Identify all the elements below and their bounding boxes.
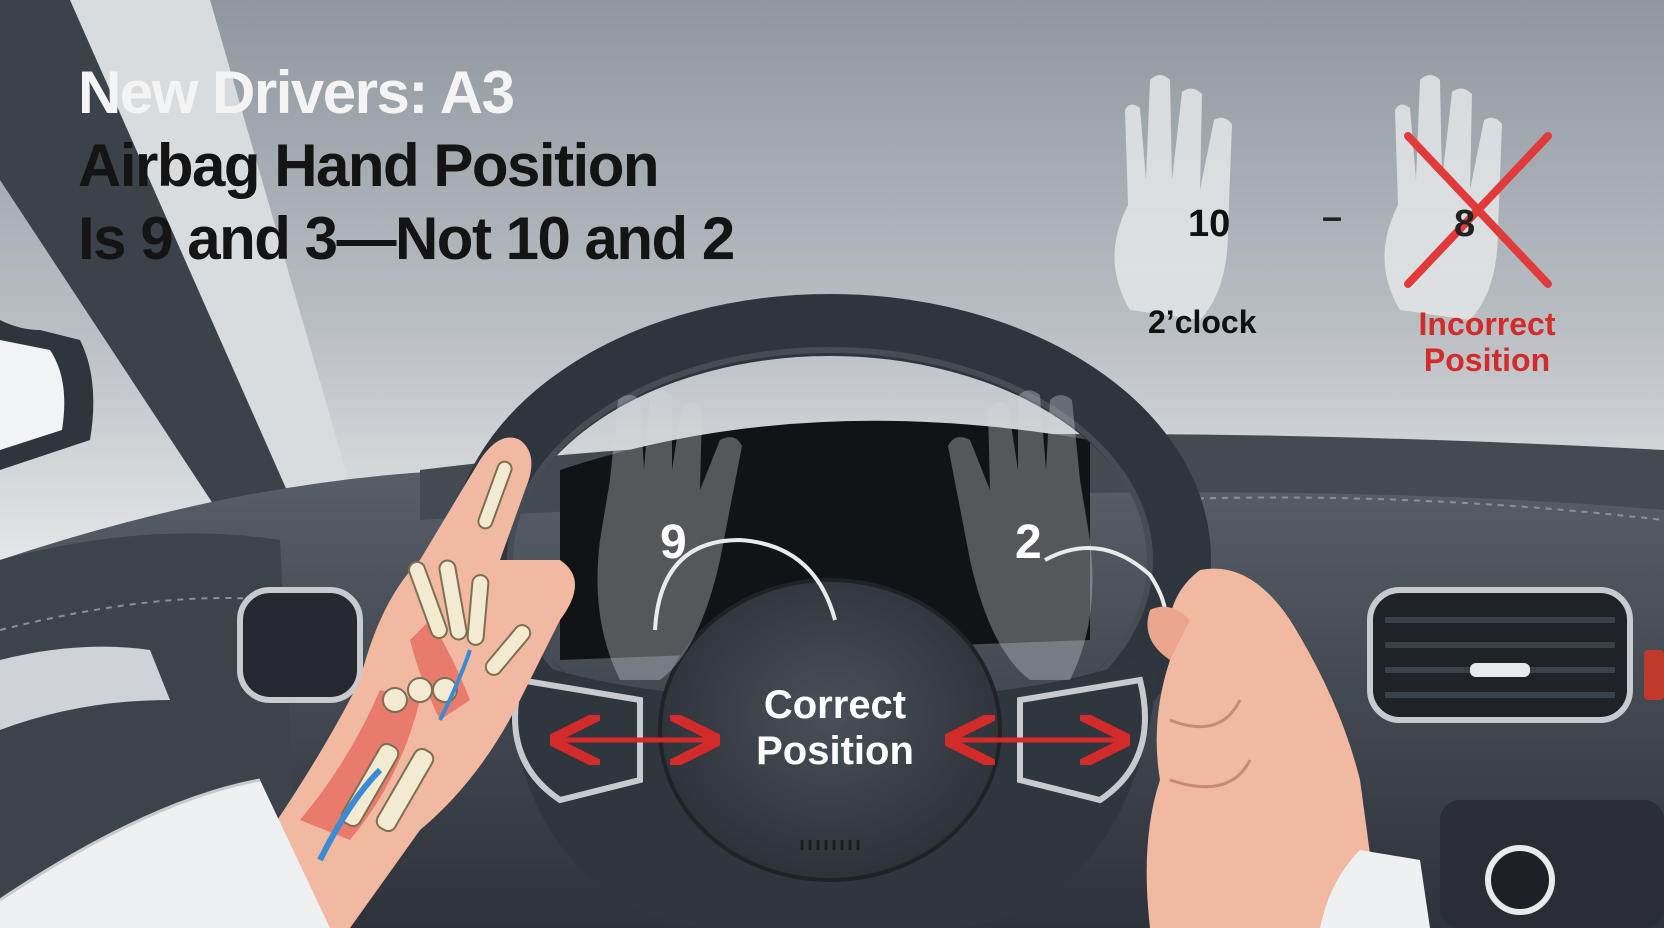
wheel-number-left: 9 bbox=[660, 516, 687, 569]
hazard-button bbox=[1644, 650, 1664, 700]
hand-icon-incorrect bbox=[1384, 75, 1502, 320]
door-stitching bbox=[0, 597, 271, 631]
comparison-separator: – bbox=[1322, 196, 1343, 237]
comparison-left-caption: 2’clock bbox=[1148, 304, 1257, 340]
hand-anatomy-icon bbox=[0, 437, 575, 928]
comparison-left-number: 10 bbox=[1188, 203, 1231, 245]
ghost-hand-left-icon bbox=[597, 390, 742, 680]
right-air-vent bbox=[1367, 587, 1633, 723]
vent-tab bbox=[1470, 663, 1530, 677]
wheel-number-right: 2 bbox=[1015, 516, 1042, 569]
a-pillar-edge bbox=[0, 0, 300, 560]
vent-slats bbox=[1385, 617, 1615, 698]
comparison-right-number: 8 bbox=[1454, 203, 1476, 245]
title-line-1: New Drivers: A3 bbox=[78, 59, 515, 126]
left-air-vent bbox=[237, 587, 363, 703]
cross-mark-icon bbox=[1404, 132, 1552, 288]
dashboard-stitching bbox=[1149, 496, 1664, 521]
arc-left bbox=[653, 537, 837, 631]
title-line-2: Airbag Hand Position bbox=[78, 132, 660, 199]
title-line-3: Is 9 and 3—Not 10 and 2 bbox=[78, 205, 735, 272]
hand-icon bbox=[1114, 75, 1232, 320]
ghost-hand-right-icon bbox=[948, 390, 1093, 680]
door-trim bbox=[0, 646, 170, 730]
incorrect-position-label: Incorrect Position bbox=[1418, 306, 1556, 378]
instrument-cluster bbox=[560, 420, 1090, 660]
page-title: New Drivers: A3 Airbag Hand Position Is … bbox=[78, 56, 838, 275]
mirror-glass bbox=[0, 340, 65, 450]
console-knob bbox=[1485, 845, 1555, 915]
correct-position-label: Correct Position bbox=[756, 683, 914, 773]
right-hand-icon bbox=[1146, 568, 1430, 928]
center-console bbox=[1440, 800, 1664, 928]
